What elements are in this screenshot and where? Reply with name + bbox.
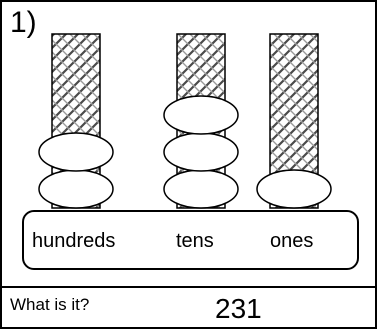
answer-value: 231 bbox=[215, 294, 262, 324]
bead-tens bbox=[164, 133, 238, 171]
label-ones: ones bbox=[270, 231, 313, 251]
bead-tens bbox=[164, 96, 238, 134]
bead-tens bbox=[164, 170, 238, 208]
bead-ones bbox=[257, 170, 331, 208]
label-tens: tens bbox=[176, 231, 214, 251]
bead-hundreds bbox=[39, 170, 113, 208]
answer-divider bbox=[2, 286, 377, 288]
bead-hundreds bbox=[39, 133, 113, 171]
question-text: What is it? bbox=[10, 295, 89, 315]
label-hundreds: hundreds bbox=[32, 231, 115, 251]
